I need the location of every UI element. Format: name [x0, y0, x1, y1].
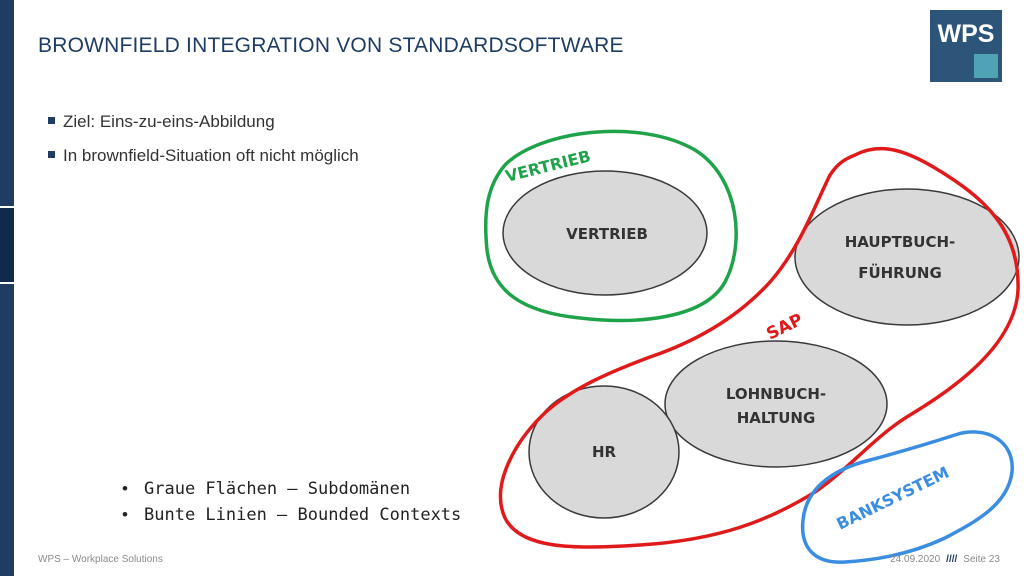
bullet-text: In brownfield-Situation oft nicht möglic… — [63, 146, 359, 165]
bullet-list: Ziel: Eins-zu-eins-Abbildung In brownfie… — [48, 110, 359, 178]
subdomain-label-hr: HR — [592, 443, 617, 461]
subdomain-lohnbuchhaltung — [664, 340, 888, 468]
square-bullet-icon — [48, 151, 55, 159]
bullet-item: Ziel: Eins-zu-eins-Abbildung — [48, 110, 359, 134]
left-accent-marker — [0, 206, 14, 284]
legend-bullet: • — [122, 479, 128, 498]
context-outline-vertrieb — [483, 129, 738, 323]
wps-logo: WPS — [930, 10, 1002, 82]
subdomain-vertrieb — [502, 170, 708, 296]
bullet-item: In brownfield-Situation oft nicht möglic… — [48, 144, 359, 168]
footer-meta: 24.09.2020 //// Seite 23 — [890, 554, 1000, 565]
context-label-sap: SAP — [763, 310, 806, 345]
context-label-banksystem: BANKSYSTEM — [833, 463, 952, 534]
subdomain-label-vertrieb: VERTRIEB — [566, 225, 648, 243]
subdomain-label-hauptbuch-2: FÜHRUNG — [858, 263, 942, 282]
subdomain-label-lohnbuch-2: HALTUNG — [737, 409, 816, 427]
legend-item: • Bunte Linien – Bounded Contexts — [122, 502, 461, 528]
footer-date: 24.09.2020 — [890, 554, 941, 565]
square-bullet-icon — [48, 117, 55, 125]
legend-text: Graue Flächen – Subdomänen — [144, 479, 411, 499]
context-outline-banksystem — [800, 430, 1014, 564]
logo-text: WPS — [937, 20, 995, 48]
slide-title: BROWNFIELD INTEGRATION VON STANDARDSOFTW… — [38, 34, 624, 57]
legend-text: Bunte Linien – Bounded Contexts — [144, 505, 462, 525]
bullet-text: Ziel: Eins-zu-eins-Abbildung — [63, 112, 275, 131]
legend-item: • Graue Flächen – Subdomänen — [122, 476, 461, 502]
legend-list: • Graue Flächen – Subdomänen • Bunte Linie… — [122, 476, 461, 528]
footer-separator: //// — [946, 554, 958, 565]
subdomain-hr — [528, 385, 680, 519]
context-outline-sap — [498, 146, 1020, 549]
subdomain-hauptbuchfuehrung — [794, 188, 1020, 326]
subdomain-label-hauptbuch-1: HAUPTBUCH- — [845, 233, 956, 251]
subdomain-label-lohnbuch-1: LOHNBUCH- — [726, 385, 826, 403]
left-accent-bar — [0, 0, 14, 576]
footer-company: WPS – Workplace Solutions — [38, 554, 163, 565]
legend-bullet: • — [122, 505, 128, 524]
logo-square-icon — [974, 54, 998, 78]
footer-page: Seite 23 — [963, 554, 1000, 565]
